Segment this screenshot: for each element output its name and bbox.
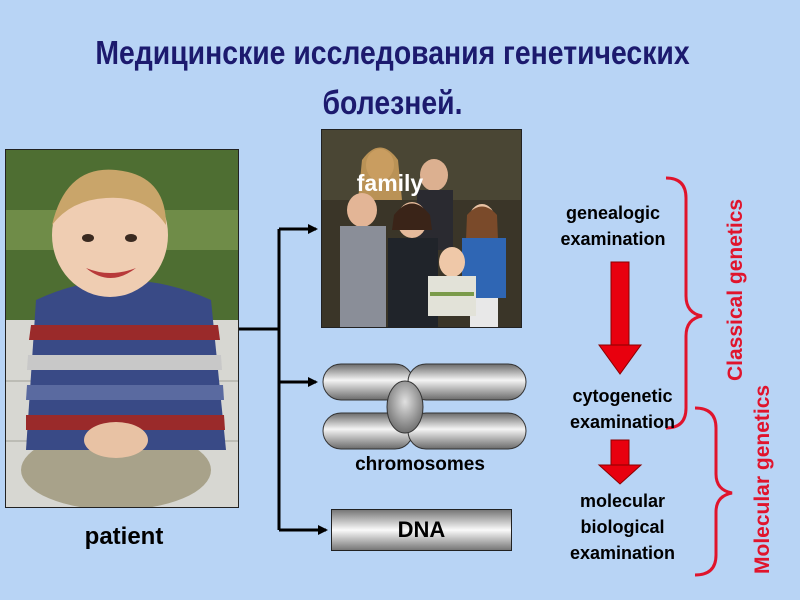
page-title: Медицинские исследования генетических бо… [95,34,690,121]
patient-label: patient [84,523,164,550]
cytogenetic-step: cytogenetic examination [569,386,676,432]
connector-lines [237,224,328,535]
classical-genetics-label: Classical genetics [724,198,747,381]
chromosome-figure [322,363,527,450]
red-arrow-1 [598,261,642,375]
red-arrow-2 [597,439,643,485]
chromosomes-label: chromosomes [355,454,485,475]
dna-box: DNA [331,509,512,551]
dna-label: DNA [397,517,446,542]
patient-photo [5,149,239,508]
classical-bracket [665,176,703,430]
molecular-genetics-label: Molecular genetics [751,384,774,574]
molecular-bracket [694,406,733,577]
molecular-step: molecular biological examination [569,491,676,563]
genealogic-step: genealogic examination [560,203,666,249]
family-photo [321,129,522,328]
family-label: family [356,170,424,196]
